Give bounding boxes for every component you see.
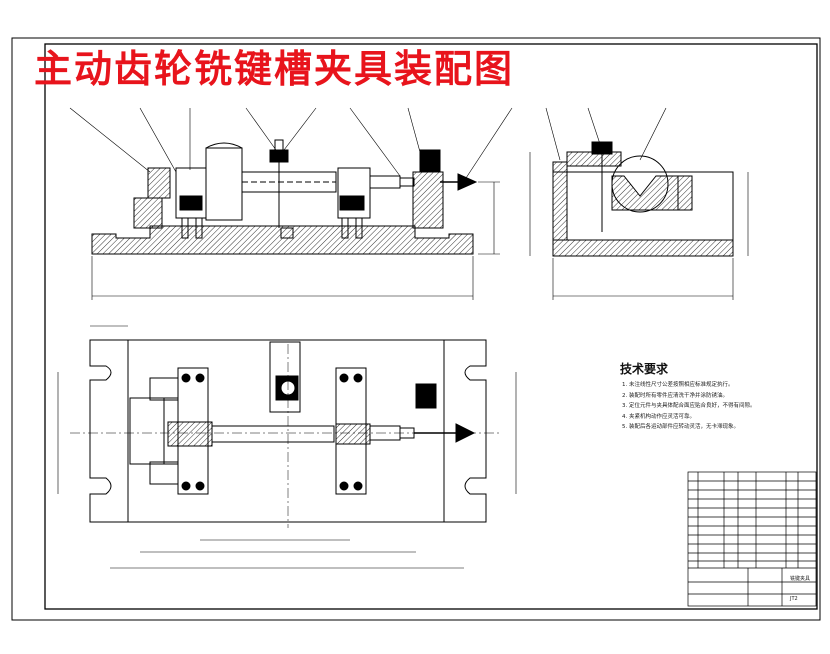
tech-requirement-item: 3. 定位元件与夹具体配合面应贴合良好，不得有间隙。 — [622, 403, 756, 409]
tech-requirement-item: 1. 未注线性尺寸公差按照相应标准规定执行。 — [622, 382, 734, 388]
tech-requirement-item: 4. 夹紧机构动作应灵活可靠。 — [622, 413, 695, 420]
outer-border — [11, 37, 821, 621]
tech-requirements-list: 1. 未注线性尺寸公差按照相应标准规定执行。 2. 装配时所有零件应清洗干净并涂… — [622, 380, 756, 433]
side-view — [529, 107, 749, 300]
front-view — [69, 107, 513, 300]
tech-requirement-item: 2. 装配时所有零件应清洗干净并涂防锈油。 — [622, 392, 728, 399]
title-block — [687, 471, 817, 607]
tech-requirement-item: 5. 装配后各运动部件应转动灵活，无卡滞现象。 — [622, 424, 739, 430]
inner-border — [44, 43, 818, 610]
title-block-drawing-no: JT2 — [790, 596, 798, 602]
top-view — [57, 325, 517, 569]
drawing-title: 主动齿轮铣键槽夹具装配图 — [34, 47, 515, 91]
tech-requirements-heading: 技术要求 — [620, 362, 669, 376]
title-block-name: 铣键夹具 — [790, 576, 811, 582]
